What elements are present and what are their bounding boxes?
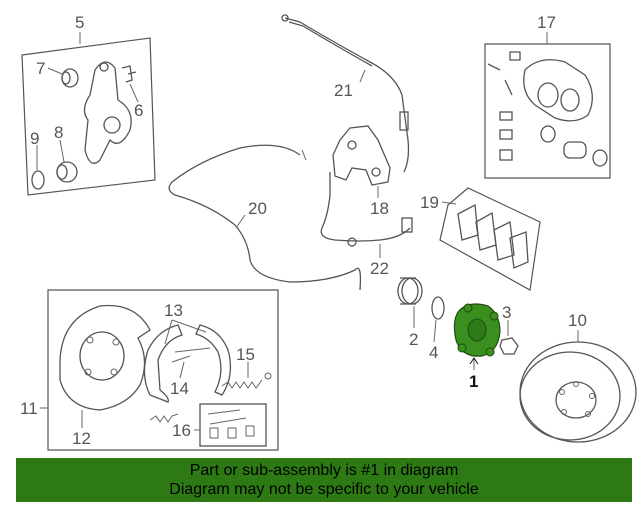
callout-5: 5	[75, 13, 84, 32]
snap-ring	[431, 296, 445, 343]
knuckle-panel	[21, 32, 156, 196]
callout-17: 17	[537, 13, 556, 32]
callout-10: 10	[568, 311, 587, 330]
parking-brake-cable	[168, 144, 362, 291]
callout-19: 19	[420, 193, 439, 212]
caliper-panel	[484, 32, 611, 179]
callout-21: 21	[334, 81, 353, 100]
brake-hose	[281, 14, 410, 173]
banner-line-2: Diagram may not be specific to your vehi…	[169, 481, 479, 498]
callout-8: 8	[54, 123, 63, 142]
hub-nut	[499, 320, 519, 355]
callout-13: 13	[164, 301, 183, 320]
callout-12: 12	[72, 429, 91, 448]
abs-sensor	[320, 172, 413, 258]
pads-panel	[439, 187, 541, 291]
banner-line-1: Part or sub-assembly is #1 in diagram	[189, 462, 459, 479]
brake-rotor	[519, 330, 637, 443]
callout-3: 3	[502, 303, 511, 322]
callout-7: 7	[36, 59, 45, 78]
callout-4: 4	[429, 343, 438, 362]
callout-11: 11	[20, 399, 38, 418]
caliper-bracket	[332, 125, 391, 198]
callout-18: 18	[370, 199, 389, 218]
callout-9: 9	[30, 129, 39, 148]
wheel-bearing	[397, 277, 423, 328]
callout-22: 22	[370, 259, 389, 278]
callout-1: 1	[469, 372, 478, 391]
callout-2: 2	[409, 330, 418, 349]
callout-16: 16	[172, 421, 191, 440]
wheel-hub-highlighted[interactable]	[453, 303, 501, 370]
drum-brake-panel	[40, 289, 279, 451]
callout-15: 15	[236, 345, 255, 364]
callout-6: 6	[134, 101, 143, 120]
info-banner: Part or sub-assembly is #1 in diagram Di…	[16, 458, 632, 502]
callout-20: 20	[248, 199, 267, 218]
callout-14: 14	[170, 379, 189, 398]
